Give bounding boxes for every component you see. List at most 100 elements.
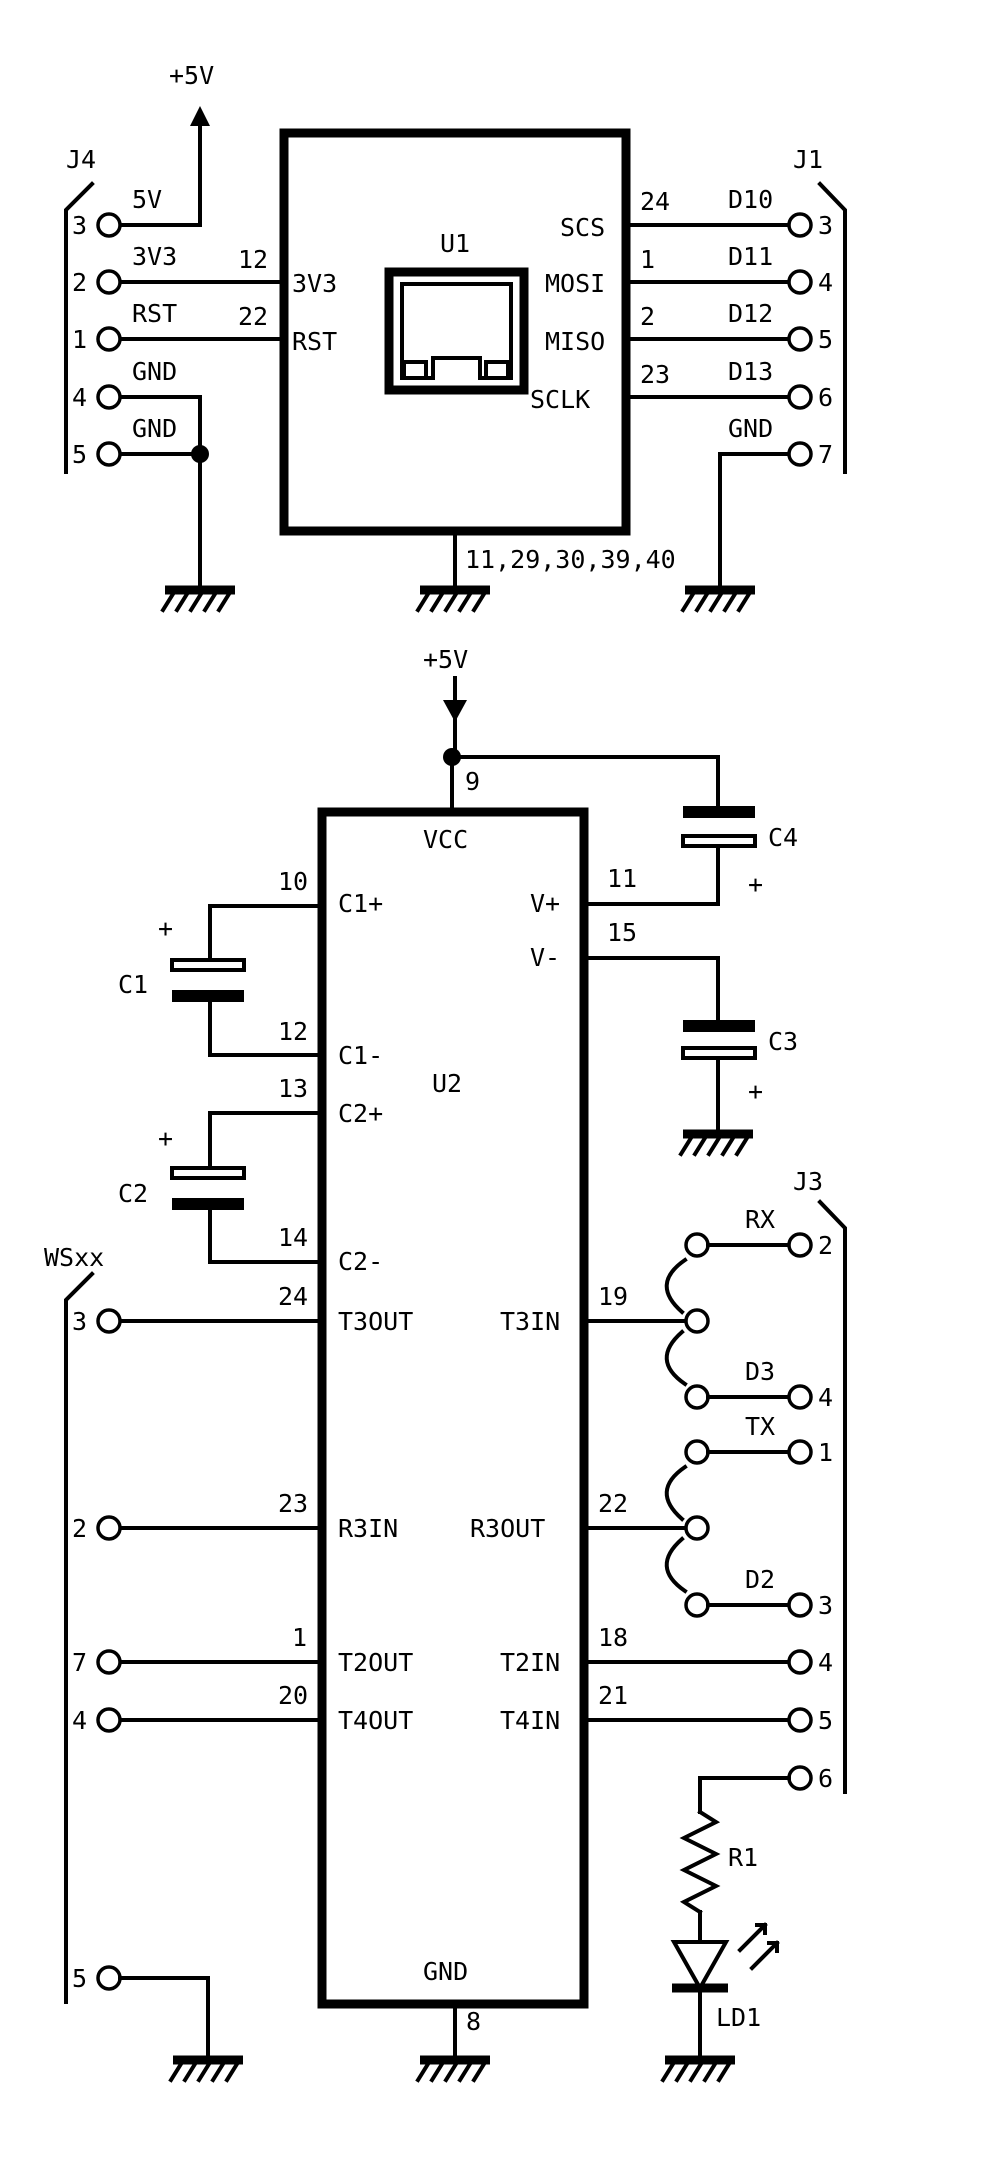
u1-pin-22: 22 xyxy=(238,302,268,331)
wsxx-pin-num: 4 xyxy=(72,1706,87,1735)
u2-pin-21: 21 xyxy=(598,1681,628,1710)
u1-pin-2: 2 xyxy=(640,302,655,331)
u2-pin-19: 19 xyxy=(598,1282,628,1311)
j4-pin-num: 5 xyxy=(72,440,87,469)
wsxx-ref: WSxx xyxy=(44,1243,104,1272)
j1-pin-num: 5 xyxy=(818,325,833,354)
j3-pin-num: 2 xyxy=(818,1231,833,1260)
u2-pin-13: 13 xyxy=(278,1074,308,1103)
u1-label-rst: RST xyxy=(292,327,337,356)
u2-label: C1+ xyxy=(338,889,383,918)
ground-symbol-icon xyxy=(415,585,490,613)
u2-pin-10: 10 xyxy=(278,867,308,896)
svg-text:+: + xyxy=(158,1124,173,1153)
j1-label: D10 xyxy=(728,185,773,214)
svg-text:+: + xyxy=(748,1077,763,1106)
j4-label: RST xyxy=(132,299,177,328)
j1-pin xyxy=(787,269,813,295)
j1-pin xyxy=(787,441,813,467)
svg-text:+: + xyxy=(158,914,173,943)
power-arrow-up-icon xyxy=(190,106,210,126)
ground-symbol-icon xyxy=(415,2055,490,2083)
u1-label-sclk: SCLK xyxy=(530,385,590,414)
u2-label: C1- xyxy=(338,1041,383,1070)
u2-label: T3OUT xyxy=(338,1307,413,1336)
j1-pin-num: 6 xyxy=(818,383,833,412)
svg-text:C3: C3 xyxy=(768,1027,798,1056)
j4-pin-num: 1 xyxy=(72,325,87,354)
j4-label: GND xyxy=(132,414,177,443)
wsxx-pin xyxy=(96,1515,122,1541)
ground-symbol-icon xyxy=(680,585,755,613)
u2-label-vcc: VCC xyxy=(423,825,468,854)
j3-ref: J3 xyxy=(793,1167,823,1196)
j4-pin xyxy=(96,212,122,238)
wsxx-pin-num: 3 xyxy=(72,1307,87,1336)
u2-label: C2- xyxy=(338,1247,383,1276)
u2-label: T4OUT xyxy=(338,1706,413,1735)
wsxx-pin xyxy=(96,1965,122,1991)
u1-label-miso: MISO xyxy=(545,327,605,356)
j1-pin-num: 4 xyxy=(818,268,833,297)
u2-pin-24: 24 xyxy=(278,1282,308,1311)
u2-pin-20: 20 xyxy=(278,1681,308,1710)
u2-pin-9: 9 xyxy=(465,767,480,796)
u2-section: +5V 9 C4 + 11 U2 VCC GND C1+ C1- C2+ C2-… xyxy=(44,645,847,2083)
j1-label: D12 xyxy=(728,299,773,328)
j4-label: GND xyxy=(132,357,177,386)
j3-label: TX xyxy=(745,1412,775,1441)
j3-label: D2 xyxy=(745,1565,775,1594)
u2-pin-8: 8 xyxy=(466,2007,481,2036)
u1-label-scs: SCS xyxy=(560,213,605,242)
u2-pin-11: 11 xyxy=(607,864,637,893)
u2-pin-18: 18 xyxy=(598,1623,628,1652)
u2-label: T4IN xyxy=(500,1706,560,1735)
resistor-r1: R1 xyxy=(679,1809,758,1915)
u2-label: R3OUT xyxy=(470,1514,545,1543)
power-label-top: +5V xyxy=(169,61,214,90)
svg-text:+: + xyxy=(748,870,763,899)
u2-pin-14: 14 xyxy=(278,1223,308,1252)
ground-symbol-icon xyxy=(160,585,235,613)
j1-label: D13 xyxy=(728,357,773,386)
led-ld1: LD1 xyxy=(670,1922,780,2032)
u2-label: T3IN xyxy=(500,1307,560,1336)
svg-text:C1: C1 xyxy=(118,970,148,999)
j1-pin xyxy=(787,326,813,352)
j4-pin-num: 3 xyxy=(72,211,87,240)
svg-text:C4: C4 xyxy=(768,823,798,852)
capacitor-c2: + C2 xyxy=(118,1124,246,1210)
u1-pin-23: 23 xyxy=(640,360,670,389)
j3-pin xyxy=(787,1707,813,1733)
svg-text:R1: R1 xyxy=(728,1843,758,1872)
j4-pin xyxy=(96,441,122,467)
j4-ref: J4 xyxy=(66,145,96,174)
u2-label: T2IN xyxy=(500,1648,560,1677)
junction-dot xyxy=(191,445,209,463)
j1-pin xyxy=(787,212,813,238)
j3-label: RX xyxy=(745,1205,775,1234)
u2-body xyxy=(317,807,589,2009)
wsxx-pin-num: 2 xyxy=(72,1514,87,1543)
u1-pin-24: 24 xyxy=(640,187,670,216)
j3-pin xyxy=(787,1765,813,1791)
capacitor-c3: C3 + xyxy=(681,1020,798,1106)
u2-label: V- xyxy=(530,943,560,972)
j1-pin-num: 7 xyxy=(818,440,833,469)
u2-label: C2+ xyxy=(338,1099,383,1128)
j4-pin-num: 2 xyxy=(72,268,87,297)
j4-pin xyxy=(96,326,122,352)
jumper-rx-d3 xyxy=(664,1232,794,1410)
j1-label: D11 xyxy=(728,242,773,271)
u1-ref: U1 xyxy=(440,229,470,258)
j3-pin xyxy=(787,1592,813,1618)
j3-pin-num: 5 xyxy=(818,1706,833,1735)
wsxx-pin xyxy=(96,1649,122,1675)
svg-text:C2: C2 xyxy=(118,1179,148,1208)
j3-pin-num: 3 xyxy=(818,1591,833,1620)
j3-pin xyxy=(787,1439,813,1465)
wsxx-pin-num: 5 xyxy=(72,1964,87,1993)
ground-symbol-icon xyxy=(660,2055,735,2083)
ground-symbol-icon xyxy=(168,2055,243,2083)
j4-pin xyxy=(96,384,122,410)
